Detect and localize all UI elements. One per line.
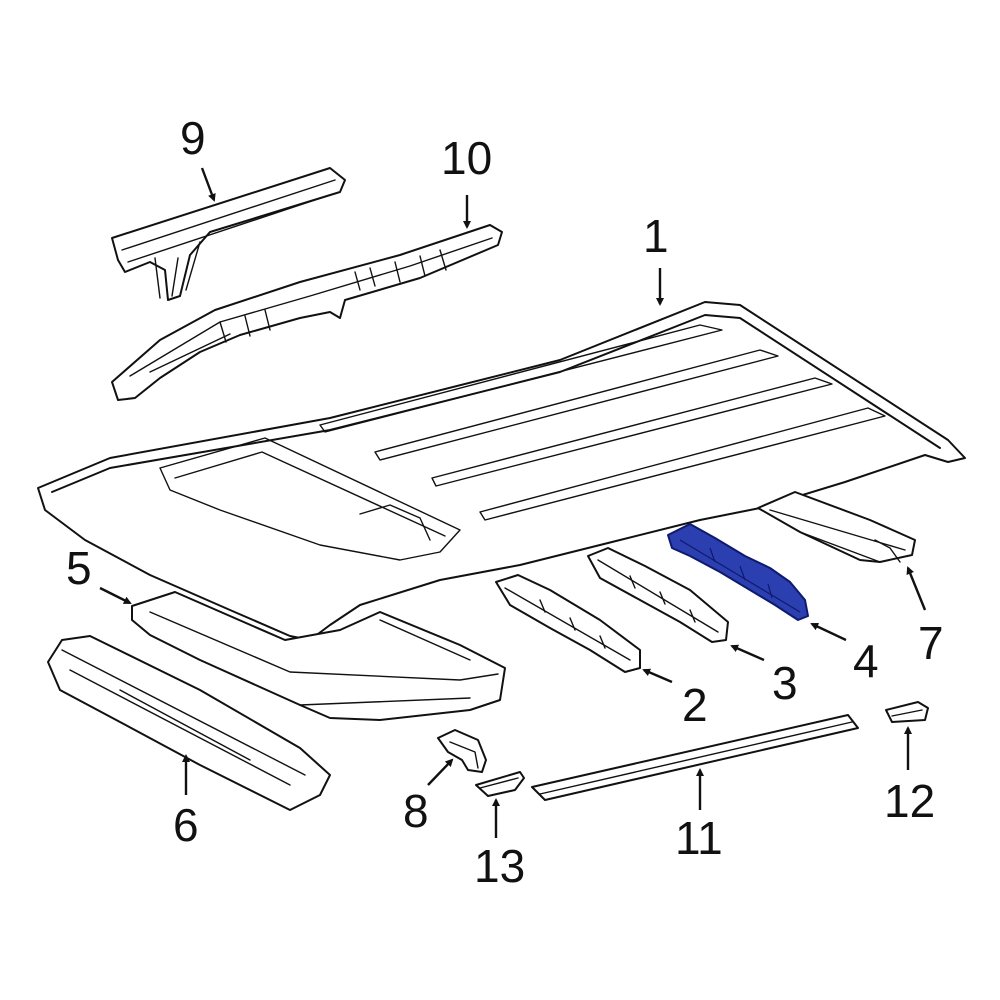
callout-2: 2 <box>682 679 708 731</box>
callout-8: 8 <box>403 785 429 837</box>
callout-1: 1 <box>643 210 669 262</box>
part-6-front-roof-header <box>47 635 331 811</box>
callout-11: 11 <box>675 812 723 864</box>
callout-3: 3 <box>772 657 798 709</box>
leader-arrows <box>99 167 927 838</box>
part-8-bracket <box>437 729 487 773</box>
callout-12: 12 <box>884 775 936 827</box>
arrow-4 <box>810 622 847 642</box>
part-4-roof-bow-highlighted <box>667 523 809 621</box>
arrow-3 <box>730 644 765 662</box>
callout-9: 9 <box>180 112 206 164</box>
part-7-rear-roof-header <box>757 491 916 563</box>
callout-5: 5 <box>66 542 92 594</box>
arrow-2 <box>642 668 673 684</box>
callout-6: 6 <box>173 799 199 851</box>
part-13-plate <box>475 771 525 797</box>
part-3-roof-bow <box>587 547 729 643</box>
part-10-side-roof-rail <box>111 224 503 401</box>
part-11-drip-molding <box>531 714 859 801</box>
callout-13: 13 <box>474 840 526 892</box>
callout-4: 4 <box>853 635 879 687</box>
callout-7: 7 <box>918 617 944 669</box>
arrow-5 <box>99 586 132 605</box>
arrow-8 <box>427 758 454 786</box>
part-1-roof-panel <box>37 301 966 641</box>
part-9-front-roof-rail <box>111 167 346 301</box>
arrow-9 <box>200 167 216 202</box>
part-2-roof-bow <box>495 574 641 673</box>
arrow-7 <box>906 566 927 611</box>
part-5-sunroof-reinforcement <box>131 591 506 721</box>
callout-10: 10 <box>441 132 493 184</box>
part-12-end-cap <box>885 701 929 723</box>
